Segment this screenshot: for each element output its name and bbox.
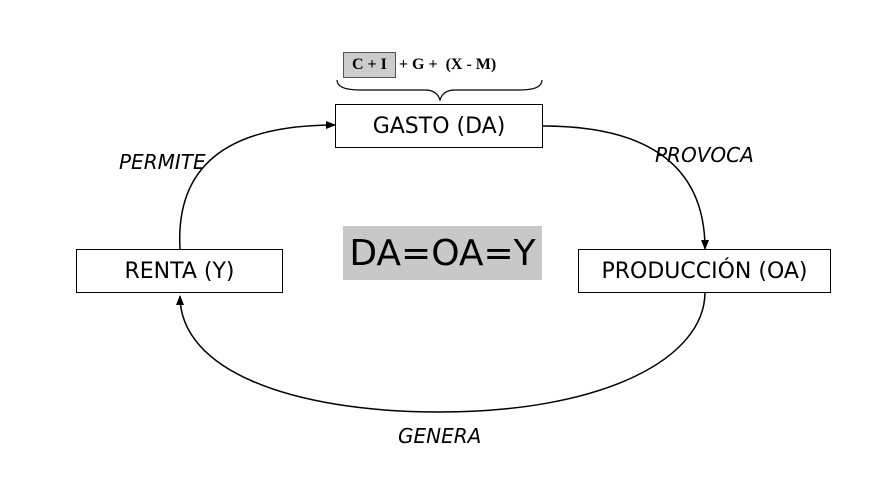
label-genera: GENERA [398, 424, 482, 448]
arrow-genera [176, 291, 706, 413]
node-renta: RENTA (Y) [76, 249, 283, 293]
spending-formula: C + I + G + (X - M) [343, 50, 496, 80]
formula-highlighted: C + I [343, 52, 396, 78]
identity-equation: DA=OA=Y [343, 226, 542, 280]
label-permite: PERMITE [119, 150, 206, 174]
label-provoca: PROVOCA [655, 143, 754, 167]
formula-brace [336, 79, 543, 103]
arrow-provoca [542, 125, 709, 250]
formula-rest: + G + (X - M) [398, 56, 497, 73]
node-gasto: GASTO (DA) [335, 104, 543, 148]
node-produccion: PRODUCCIÓN (OA) [578, 249, 831, 293]
arrow-permite [179, 121, 336, 250]
